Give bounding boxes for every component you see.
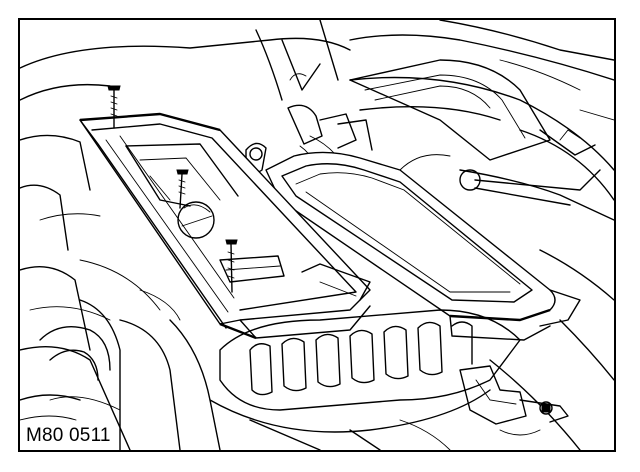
fixing-screw-2 bbox=[176, 169, 189, 209]
figure-reference-code: M80 0511 bbox=[24, 425, 113, 447]
engine-bay-line-drawing bbox=[20, 20, 614, 450]
air-cleaner-cover bbox=[265, 151, 581, 341]
air-cleaner-housing bbox=[79, 112, 371, 340]
fixing-screw-1 bbox=[107, 85, 121, 129]
throttle-linkage bbox=[459, 365, 569, 436]
fixing-screw-3 bbox=[225, 239, 238, 293]
intake-manifold bbox=[79, 259, 521, 450]
coolant-hoses bbox=[20, 326, 111, 421]
rear-component-housing bbox=[349, 59, 601, 206]
illustration-frame: M80 0511 bbox=[18, 18, 616, 452]
